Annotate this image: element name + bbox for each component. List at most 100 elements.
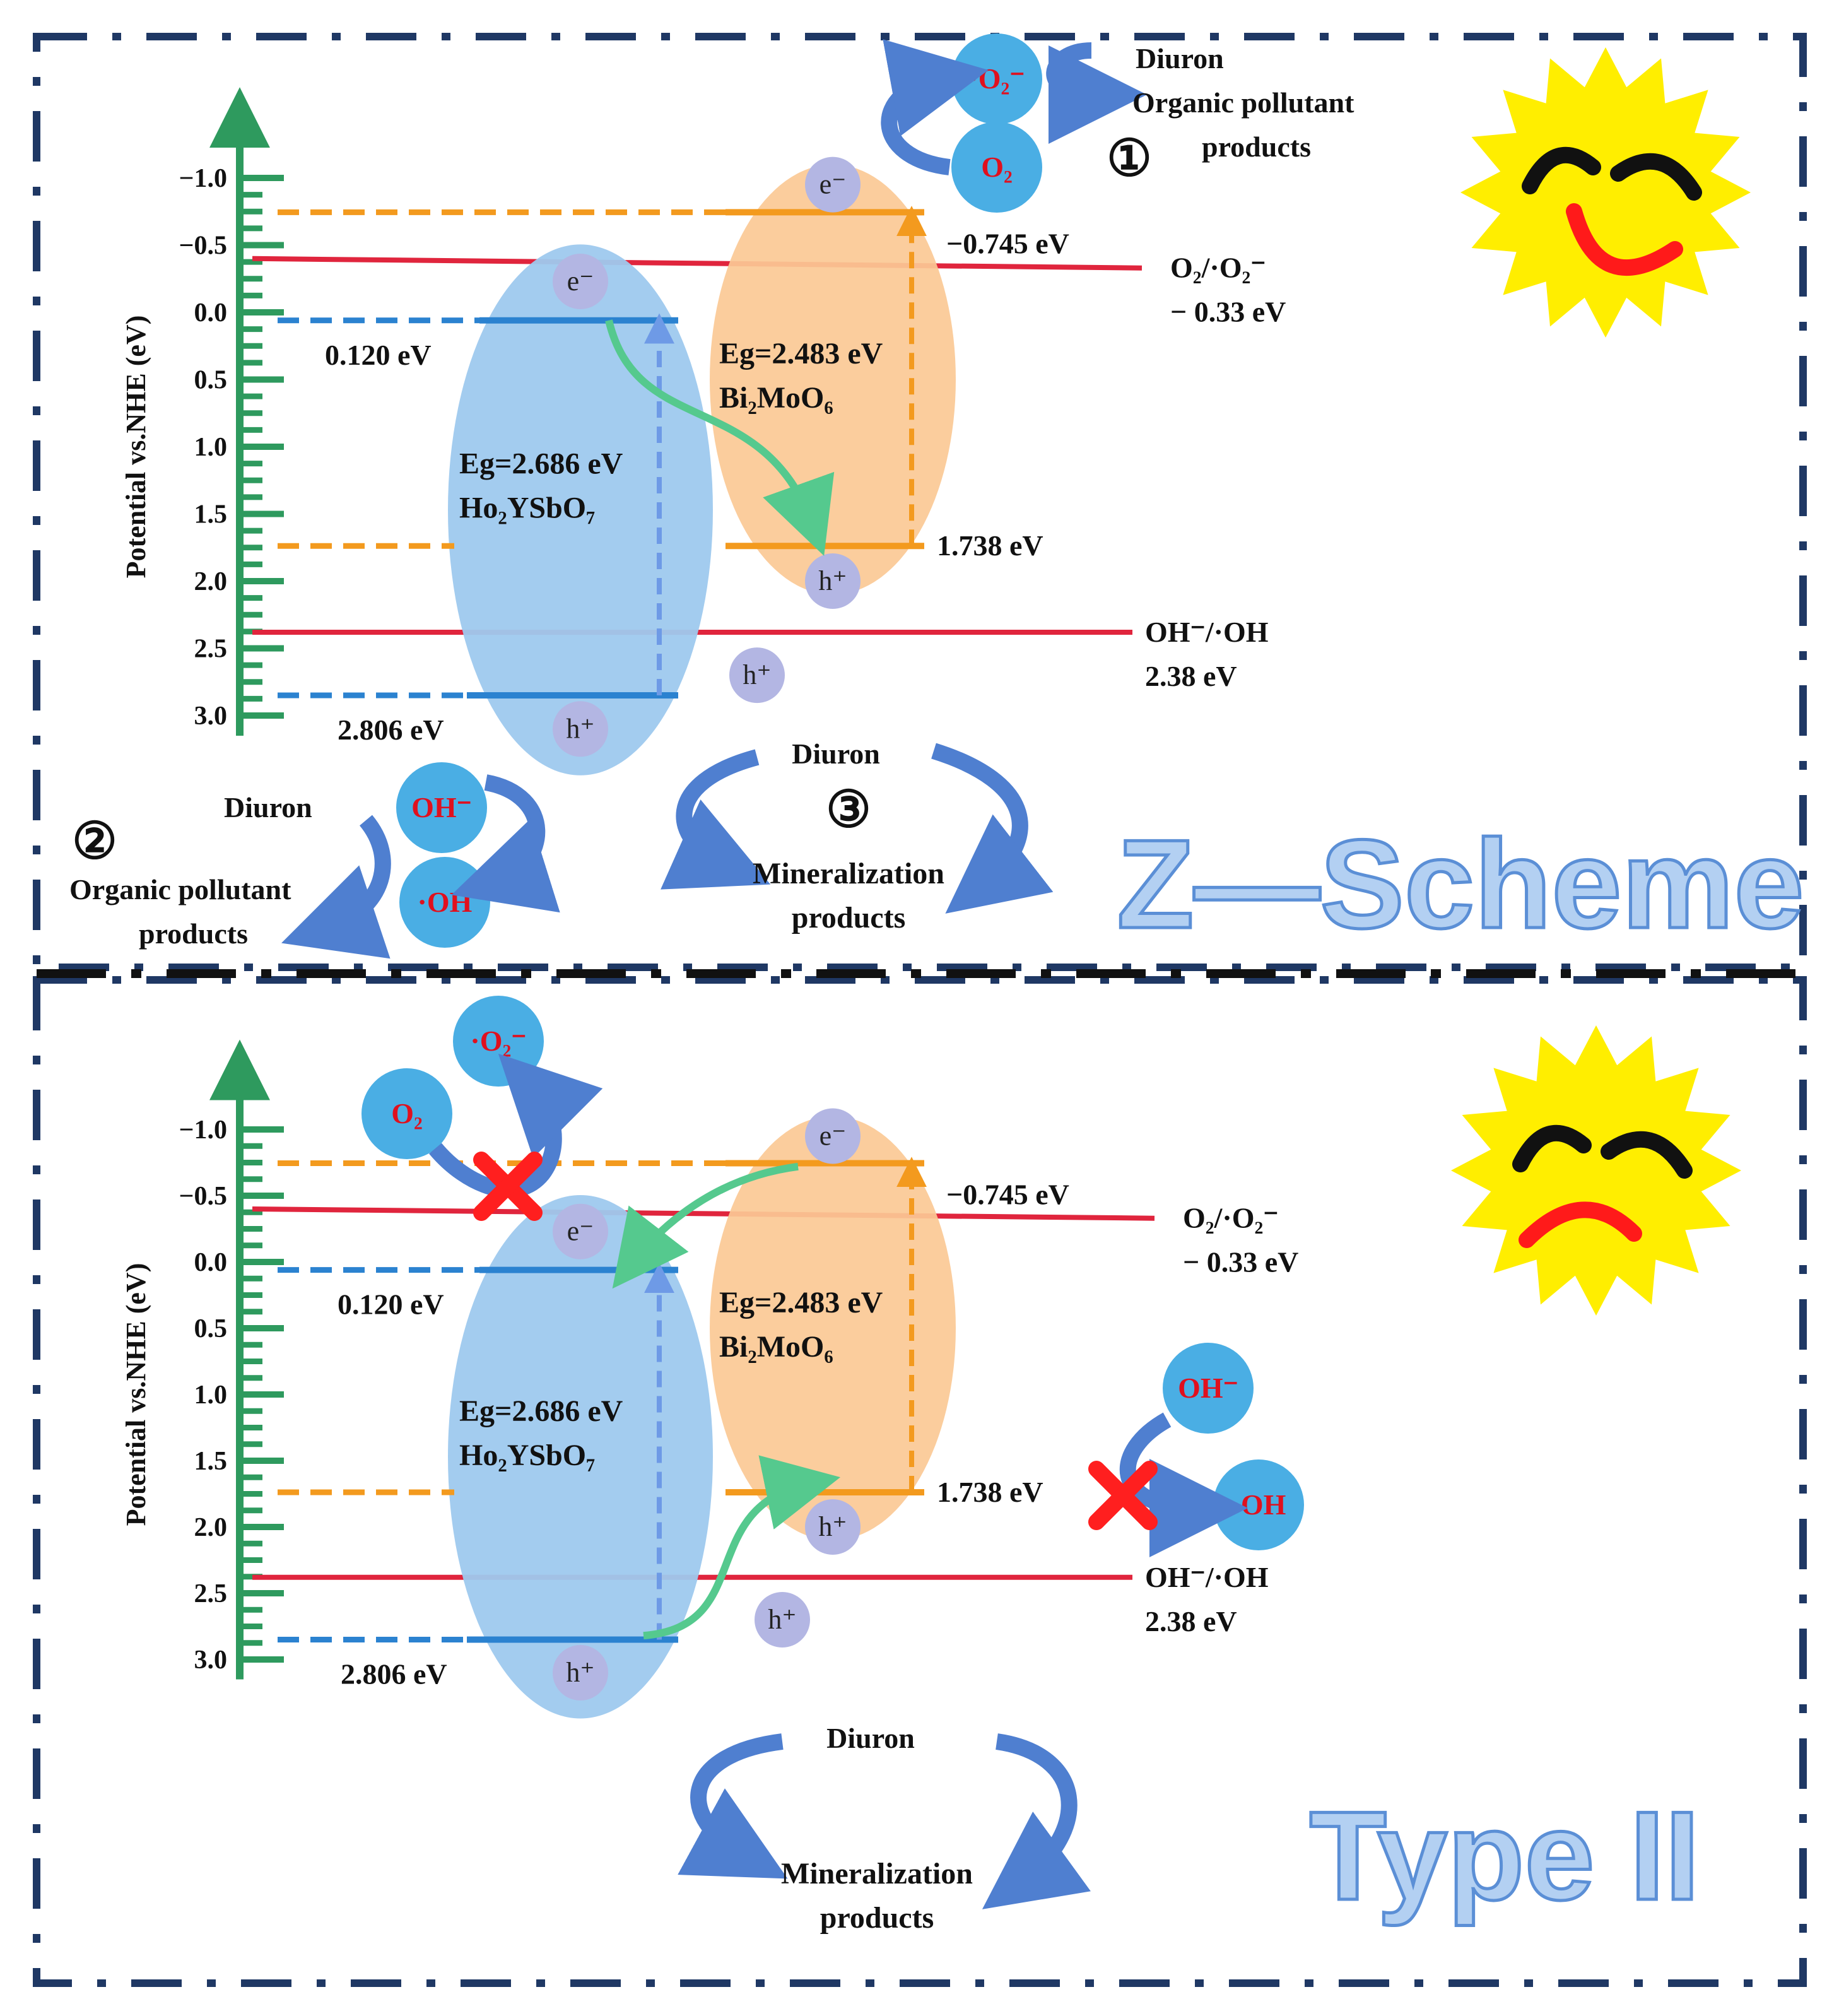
axis-title: Potential vs.NHE (eV) [120, 315, 151, 579]
happy-sun-right-eye [1610, 153, 1702, 201]
top-oh-oxidation-arrow [451, 774, 560, 913]
top-diuron-attack-arrow-2 [281, 815, 391, 959]
ho-hole-ball [553, 1645, 608, 1701]
ho-hole-label: h⁺ [566, 713, 594, 744]
top-diuron-label-2: Diuron [224, 791, 312, 823]
ho-cb-value: 0.120 eV [338, 1288, 444, 1321]
tick-label: 0.0 [194, 1248, 228, 1277]
ho-vb-value: 2.806 eV [341, 1658, 447, 1690]
bottom-mineralization-arrow-right [982, 1733, 1091, 1909]
tick-label: 1.5 [194, 1447, 228, 1476]
top-organic-products-1a: Organic pollutant [1132, 86, 1354, 119]
bi-electron-label: e⁻ [820, 1121, 847, 1152]
top-diuron-attack-arrow-1 [1046, 42, 1147, 144]
bi-vb-value: 1.738 eV [937, 1476, 1043, 1508]
top-organic-products-2b: products [139, 917, 248, 950]
tick-label: 2.5 [194, 635, 228, 664]
ho2ysbo7-ellipse [448, 244, 713, 775]
bottom-mineralization-label-a: Mineralization [781, 1857, 973, 1890]
tick-label: 3.0 [194, 1646, 228, 1675]
happy-sun-body [1460, 47, 1751, 338]
bi-electron-ball [805, 1108, 861, 1164]
ho-electron-ball [553, 254, 608, 310]
ho-hole-label: h⁺ [566, 1657, 594, 1688]
top-o2-label: O₂ [981, 151, 1013, 183]
ho-hole-ball [553, 701, 608, 757]
ho2ysbo7-ellipse [448, 1194, 713, 1719]
tick-label: 0.5 [194, 1314, 228, 1343]
type-ii-hole-transfer-arrow [643, 1455, 841, 1640]
sad-sun-left-eye [1512, 1124, 1592, 1172]
top-oh-radical-label: ·OH [418, 886, 473, 918]
ho-bandgap-label: Eg=2.686 eV [459, 447, 623, 481]
type-ii-electron-transfer-arrow [612, 1162, 799, 1289]
bottom-oh-minus-label: OH⁻ [1178, 1372, 1238, 1404]
free-hole-label: h⁺ [743, 659, 771, 690]
tick-label: 1.0 [194, 433, 228, 462]
tick-label: 2.5 [194, 1579, 228, 1608]
tick-label: 2.0 [194, 567, 228, 596]
bottom-panel-frame [33, 976, 1807, 1987]
z-scheme-title: Z—Scheme [1117, 814, 1804, 955]
type-ii-title: Type II [1310, 1786, 1700, 1926]
bottom-o2-ball [361, 1068, 452, 1159]
top-o2-ball [951, 122, 1042, 213]
top-mineralization-label-b: products [792, 901, 906, 934]
bottom-mineralization-arrow-left [678, 1733, 788, 1879]
bottom-o2-reduction-arrow [429, 1053, 603, 1198]
step-2-marker: ② [72, 814, 117, 869]
sad-sun-right-eye [1601, 1131, 1693, 1179]
top-o2-radical-label: ·O₂⁻ [968, 62, 1025, 95]
bi-bandgap-label: Eg=2.483 eV [719, 1286, 883, 1319]
step-1-marker: ① [1107, 131, 1152, 187]
tick-label: −0.5 [179, 232, 227, 261]
top-mineralization-label-a: Mineralization [753, 857, 944, 890]
bi2moo6-ellipse [710, 1116, 956, 1540]
tick-label: 0.0 [194, 298, 228, 327]
top-mineralization-arrow-right [931, 743, 1054, 914]
bottom-o2-radical-label: ·O₂⁻ [470, 1025, 526, 1057]
happy-sun-left-eye [1522, 146, 1601, 194]
o2-couple-label: O₂/·O₂⁻ [1170, 252, 1266, 284]
bottom-oh-radical-label: ·OH [1231, 1488, 1286, 1521]
o2-couple-value: − 0.33 eV [1183, 1246, 1298, 1278]
bi-electron-label: e⁻ [820, 169, 847, 200]
o2-couple-value: − 0.33 eV [1170, 296, 1286, 328]
top-oh-minus-label: OH⁻ [411, 791, 472, 823]
bottom-oh-minus-ball [1163, 1343, 1254, 1434]
bottom-o2-label: O₂ [391, 1097, 423, 1129]
bi-hole-ball [805, 553, 861, 609]
ho-cb-value: 0.120 eV [325, 339, 432, 371]
oh-couple-label: OH⁻/·OH [1145, 616, 1269, 648]
free-hole-ball [755, 1592, 810, 1648]
o2-redox-line [252, 256, 1143, 271]
sad-sun-frown [1519, 1201, 1642, 1248]
ho-electron-label: e⁻ [567, 1216, 594, 1247]
bi-cb-value: −0.745 eV [946, 1179, 1069, 1211]
ho-electron-label: e⁻ [567, 266, 594, 297]
tick-label: −1.0 [179, 164, 227, 193]
top-o2-reduction-arrow [881, 39, 989, 175]
free-hole-label: h⁺ [768, 1604, 796, 1635]
o2-couple-label: O₂/·O₂⁻ [1183, 1202, 1279, 1234]
bottom-diuron-label: Diuron [826, 1722, 915, 1754]
top-panel-frame [33, 33, 1807, 971]
happy-sun [1460, 47, 1751, 338]
happy-sun-smile [1566, 203, 1683, 276]
oh-couple-value: 2.38 eV [1145, 1605, 1237, 1637]
top-mineralization-arrow-left [661, 749, 771, 890]
ho-name-label: Ho₂YSbO₇ [459, 492, 596, 525]
bottom-mineralization-label-b: products [820, 1901, 934, 1935]
top-diuron-label-1: Diuron [1136, 42, 1224, 74]
bottom-oh-blocked-cross [1088, 1461, 1158, 1530]
tick-label: 1.5 [194, 500, 228, 529]
top-organic-products-2a: Organic pollutant [69, 873, 291, 905]
bottom-oh-oxidation-arrow [1119, 1412, 1248, 1557]
bi-hole-label: h⁺ [818, 565, 847, 596]
bi-electron-ball [805, 156, 861, 213]
sad-sun-body [1451, 1025, 1741, 1316]
